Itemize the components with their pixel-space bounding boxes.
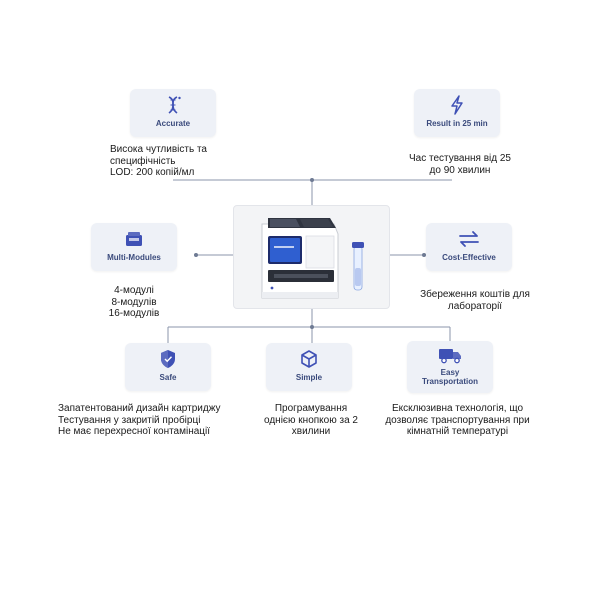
feature-desc-multi-modules: 4-модулі 8-модулів 16-модулів bbox=[108, 285, 160, 319]
feature-desc-result: Час тестування від 25 до 90 хвилин bbox=[409, 153, 511, 176]
feature-card-cost-effective: Cost-Effective bbox=[426, 223, 512, 271]
feature-card-safe: Safe bbox=[125, 343, 211, 391]
shield-icon bbox=[125, 349, 211, 369]
module-box-icon bbox=[91, 229, 177, 249]
feature-title-cost-effective: Cost-Effective bbox=[442, 253, 496, 262]
feature-card-result: Result in 25 min bbox=[414, 89, 500, 137]
feature-title-safe: Safe bbox=[159, 373, 177, 382]
feature-desc-cost-effective: Збереження коштів для лабораторії bbox=[420, 289, 530, 312]
feature-desc-accurate: Висока чутливість та специфічність LOD: … bbox=[110, 144, 207, 178]
cube-icon bbox=[266, 349, 352, 369]
feature-card-simple: Simple bbox=[266, 343, 352, 391]
feature-desc-safe: Запатентований дизайн картриджу Тестуван… bbox=[58, 403, 221, 437]
feature-desc-simple: Програмування однією кнопкою за 2 хвилин… bbox=[264, 403, 358, 437]
feature-title-result: Result in 25 min bbox=[426, 119, 488, 128]
feature-title-accurate: Accurate bbox=[155, 119, 191, 128]
lightning-icon bbox=[414, 95, 500, 115]
exchange-arrows-icon bbox=[426, 229, 512, 249]
feature-desc-transportation: Ексклюзивна технологія, що дозволяє тран… bbox=[385, 403, 530, 437]
feature-title-simple: Simple bbox=[295, 373, 323, 382]
feature-card-accurate: Accurate bbox=[130, 89, 216, 137]
device-image bbox=[233, 205, 390, 309]
feature-card-multi-modules: Multi-Modules bbox=[91, 223, 177, 271]
dna-icon bbox=[130, 95, 216, 115]
feature-card-transportation: Easy Transportation bbox=[407, 341, 493, 393]
feature-title-multi-modules: Multi-Modules bbox=[107, 253, 161, 262]
feature-title-transportation: Easy Transportation bbox=[421, 368, 478, 386]
pcr-analyzer-illustration bbox=[261, 218, 364, 299]
truck-icon bbox=[407, 345, 493, 365]
